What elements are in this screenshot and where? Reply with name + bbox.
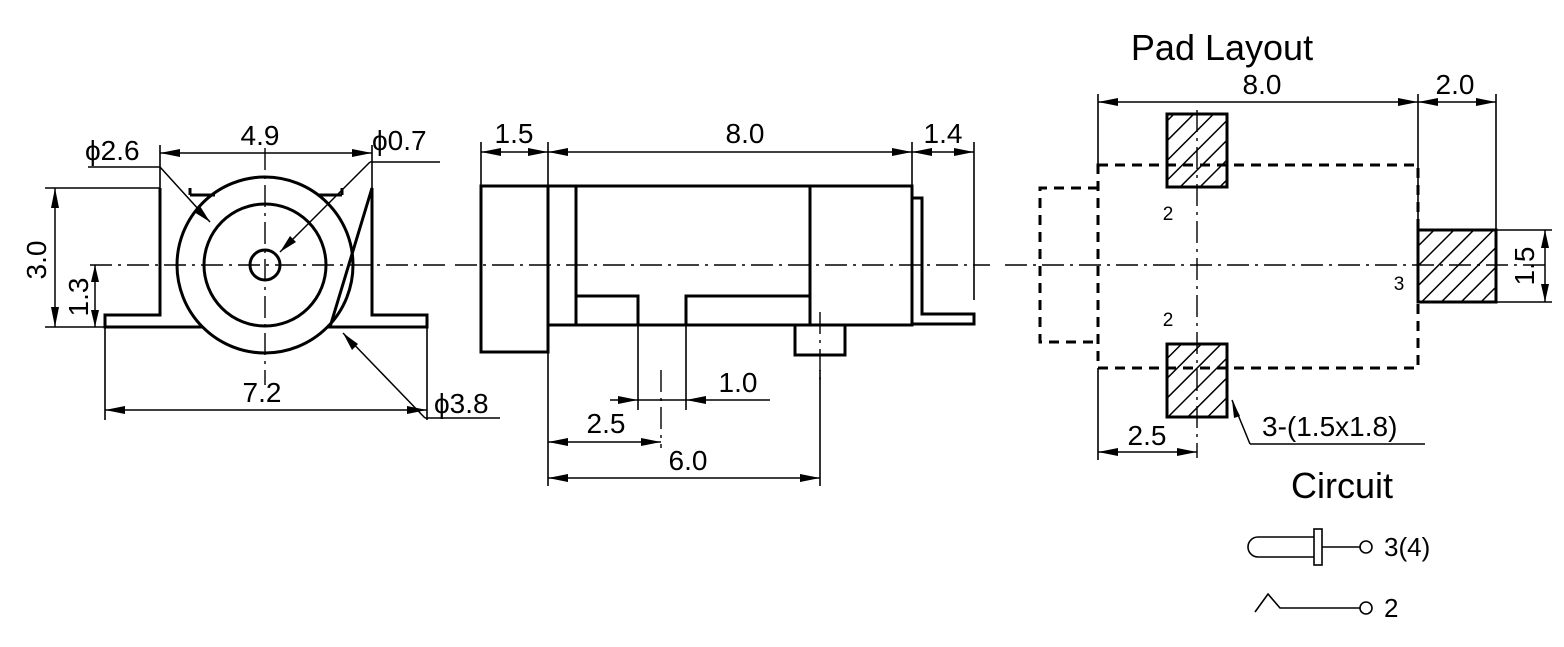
dim-pad3-width: 2.0 (1436, 69, 1475, 100)
dim-width-bottom: 7.2 (243, 377, 282, 408)
dim-front-len: 1.5 (495, 118, 534, 149)
dim-pad3-height: 1.5 (1509, 247, 1540, 286)
terminal-b-label: 2 (1384, 593, 1398, 623)
terminal-a-label: 3(4) (1384, 532, 1430, 562)
circuit: Circuit 3(4) 2 (1247, 465, 1430, 623)
tail-terminal (912, 196, 976, 326)
dim-dia-pin: ϕ0.7 (372, 125, 427, 156)
pad-bottom (1165, 342, 1229, 419)
pad-label-right: 3 (1394, 274, 1405, 295)
pad-top (1165, 112, 1229, 189)
dim-pin-offset: 2.5 (587, 408, 626, 439)
side-body-outline (548, 184, 914, 327)
footprint-outline (1096, 163, 1420, 370)
pad-layout-title: Pad Layout (1131, 27, 1313, 68)
plug-symbol (1247, 536, 1314, 558)
pad-right (1416, 228, 1498, 304)
dim-pin-span: 6.0 (669, 445, 708, 476)
side-front-cap (479, 184, 550, 354)
dim-pad-size: 3-(1.5x1.8) (1262, 411, 1397, 442)
pad-label-top: 2 (1163, 204, 1174, 225)
dim-center-height: 1.3 (63, 278, 94, 317)
dim-height: 3.0 (21, 241, 52, 280)
dim-dia-body: ϕ3.8 (434, 388, 489, 419)
pad-label-bottom: 2 (1163, 310, 1174, 331)
dim-tail-len: 1.4 (924, 118, 963, 149)
dim-width-top: 4.9 (241, 120, 280, 151)
front-view: 4.9 ϕ2.6 ϕ0.7 3.0 1.3 7.2 ϕ3.8 (21, 120, 500, 420)
dim-slot: 1.0 (719, 367, 758, 398)
dim-dia-outer: ϕ2.6 (85, 135, 140, 166)
side-view: 1.5 8.0 1.4 1.0 2.5 6.0 (455, 118, 990, 486)
circuit-title: Circuit (1291, 465, 1393, 506)
spring-contact-symbol (1254, 592, 1360, 613)
front-body-outline (103, 187, 429, 329)
dim-pad-width: 8.0 (1243, 69, 1282, 100)
pad-layout: Pad Layout 2 2 3 8.0 2.0 1.5 (1005, 27, 1552, 460)
dim-pad-offset: 2.5 (1128, 420, 1167, 451)
dim-body-len: 8.0 (726, 118, 765, 149)
